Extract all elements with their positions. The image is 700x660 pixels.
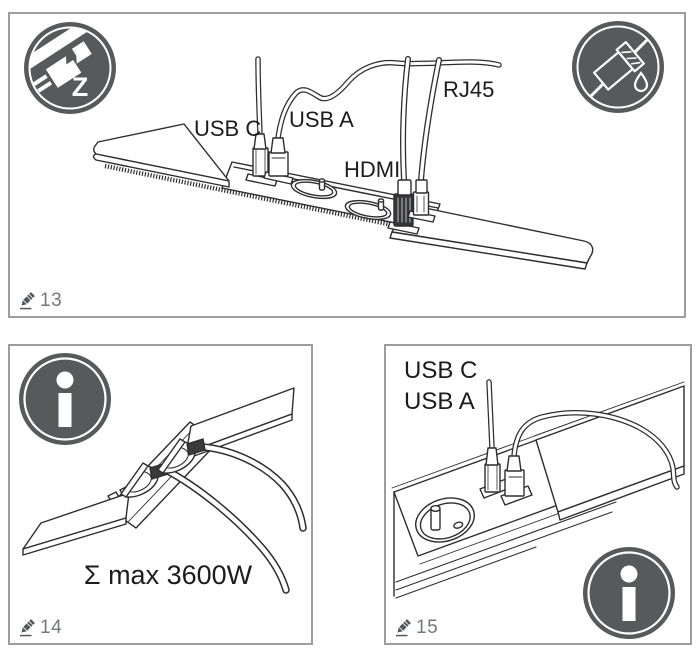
hdmi-plug — [387, 56, 420, 235]
power-outlet-2 — [344, 198, 392, 221]
right-cover — [533, 381, 685, 521]
usb-c-plug — [245, 56, 278, 187]
label-usb-c: USB C — [194, 116, 261, 141]
label-rj45: RJ45 — [443, 77, 494, 102]
info-icon — [581, 545, 677, 641]
pencil-icon — [396, 619, 411, 637]
max-load-caption: Σ max 3600W — [84, 560, 253, 590]
mains-plug-2 — [157, 438, 307, 532]
power-outlet-1 — [290, 178, 338, 200]
panel-step-13: USB C USB A HDMI RJ45 Z — [8, 12, 686, 318]
step-15-illustration: USB C USB A — [391, 357, 685, 599]
rj45-plug — [407, 57, 442, 223]
label-usb-c: USB C — [404, 357, 477, 384]
pencil-icon — [20, 619, 35, 637]
step-13-illustration: USB C USB A HDMI RJ45 — [92, 56, 594, 270]
step-label-15: 15 — [395, 618, 438, 637]
step-label-14: 14 — [19, 618, 62, 637]
usb-a-plug — [500, 410, 680, 506]
left-cover — [92, 123, 230, 188]
unplug-icon-letter: Z — [72, 72, 89, 102]
panel-step-14: Σ max 3600W 14 — [8, 344, 313, 645]
label-usb-a: USB A — [289, 107, 354, 132]
step-14-illustration: Σ max 3600W — [22, 387, 307, 594]
channel-rib-texture — [104, 163, 389, 227]
left-cover — [22, 492, 130, 556]
step-number: 15 — [416, 617, 439, 638]
power-outlet — [415, 497, 475, 543]
label-hdmi: HDMI — [344, 157, 400, 182]
step-number: 14 — [40, 617, 63, 638]
step-label-13: 13 — [19, 291, 62, 310]
pencil-icon — [20, 292, 35, 310]
unplug-warning-icon: Z — [13, 12, 118, 116]
label-usb-a: USB A — [404, 388, 475, 415]
panel-step-15: USB C USB A 15 — [384, 344, 692, 645]
usb-a-plug — [263, 59, 502, 185]
usb-c-plug — [479, 379, 511, 499]
right-cover — [389, 207, 594, 270]
info-icon — [17, 351, 113, 447]
step-number: 13 — [40, 290, 63, 311]
no-liquids-warning-icon — [570, 19, 666, 115]
